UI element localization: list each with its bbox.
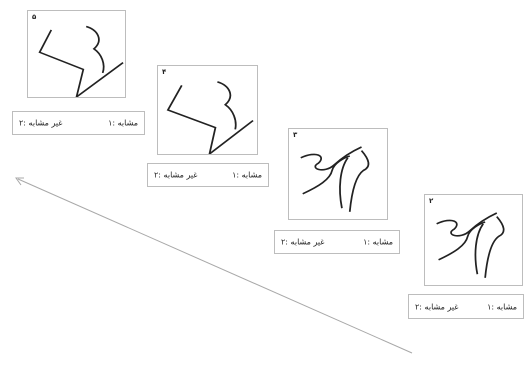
stimulus-frame: ۲ bbox=[424, 194, 523, 286]
trial-number: ۳ bbox=[293, 131, 298, 139]
line-figure bbox=[300, 146, 370, 212]
option-not-similar[interactable]: ۲: غیر مشابه bbox=[415, 302, 459, 311]
option-not-similar[interactable]: ۲: غیر مشابه bbox=[19, 118, 63, 128]
stimulus-frame: ۵ bbox=[27, 10, 126, 98]
trial-number: ۴ bbox=[162, 68, 167, 76]
response-options: ۱: مشابه ۲: غیر مشابه bbox=[147, 163, 269, 187]
option-not-similar[interactable]: ۲: غیر مشابه bbox=[281, 237, 325, 247]
trial-number: ۲ bbox=[429, 197, 434, 205]
response-options: ۱: مشابه ۲: غیر مشابه bbox=[408, 294, 524, 319]
line-figure bbox=[38, 25, 124, 97]
line-figure bbox=[436, 212, 505, 278]
trial-number: ۵ bbox=[32, 13, 37, 21]
option-not-similar[interactable]: ۲: غیر مشابه bbox=[154, 170, 198, 180]
option-similar[interactable]: ۱: مشابه bbox=[232, 170, 262, 180]
response-options: ۱: مشابه ۲: غیر مشابه bbox=[12, 111, 145, 135]
option-similar[interactable]: ۱: مشابه bbox=[108, 118, 138, 128]
stimulus-frame: ۳ bbox=[288, 128, 388, 220]
option-similar[interactable]: ۱: مشابه bbox=[363, 237, 393, 247]
stimulus-frame: ۴ bbox=[157, 65, 258, 155]
response-options: ۱: مشابه ۲: غیر مشابه bbox=[274, 230, 400, 254]
option-similar[interactable]: ۱: مشابه bbox=[487, 302, 517, 311]
line-figure bbox=[166, 81, 254, 154]
